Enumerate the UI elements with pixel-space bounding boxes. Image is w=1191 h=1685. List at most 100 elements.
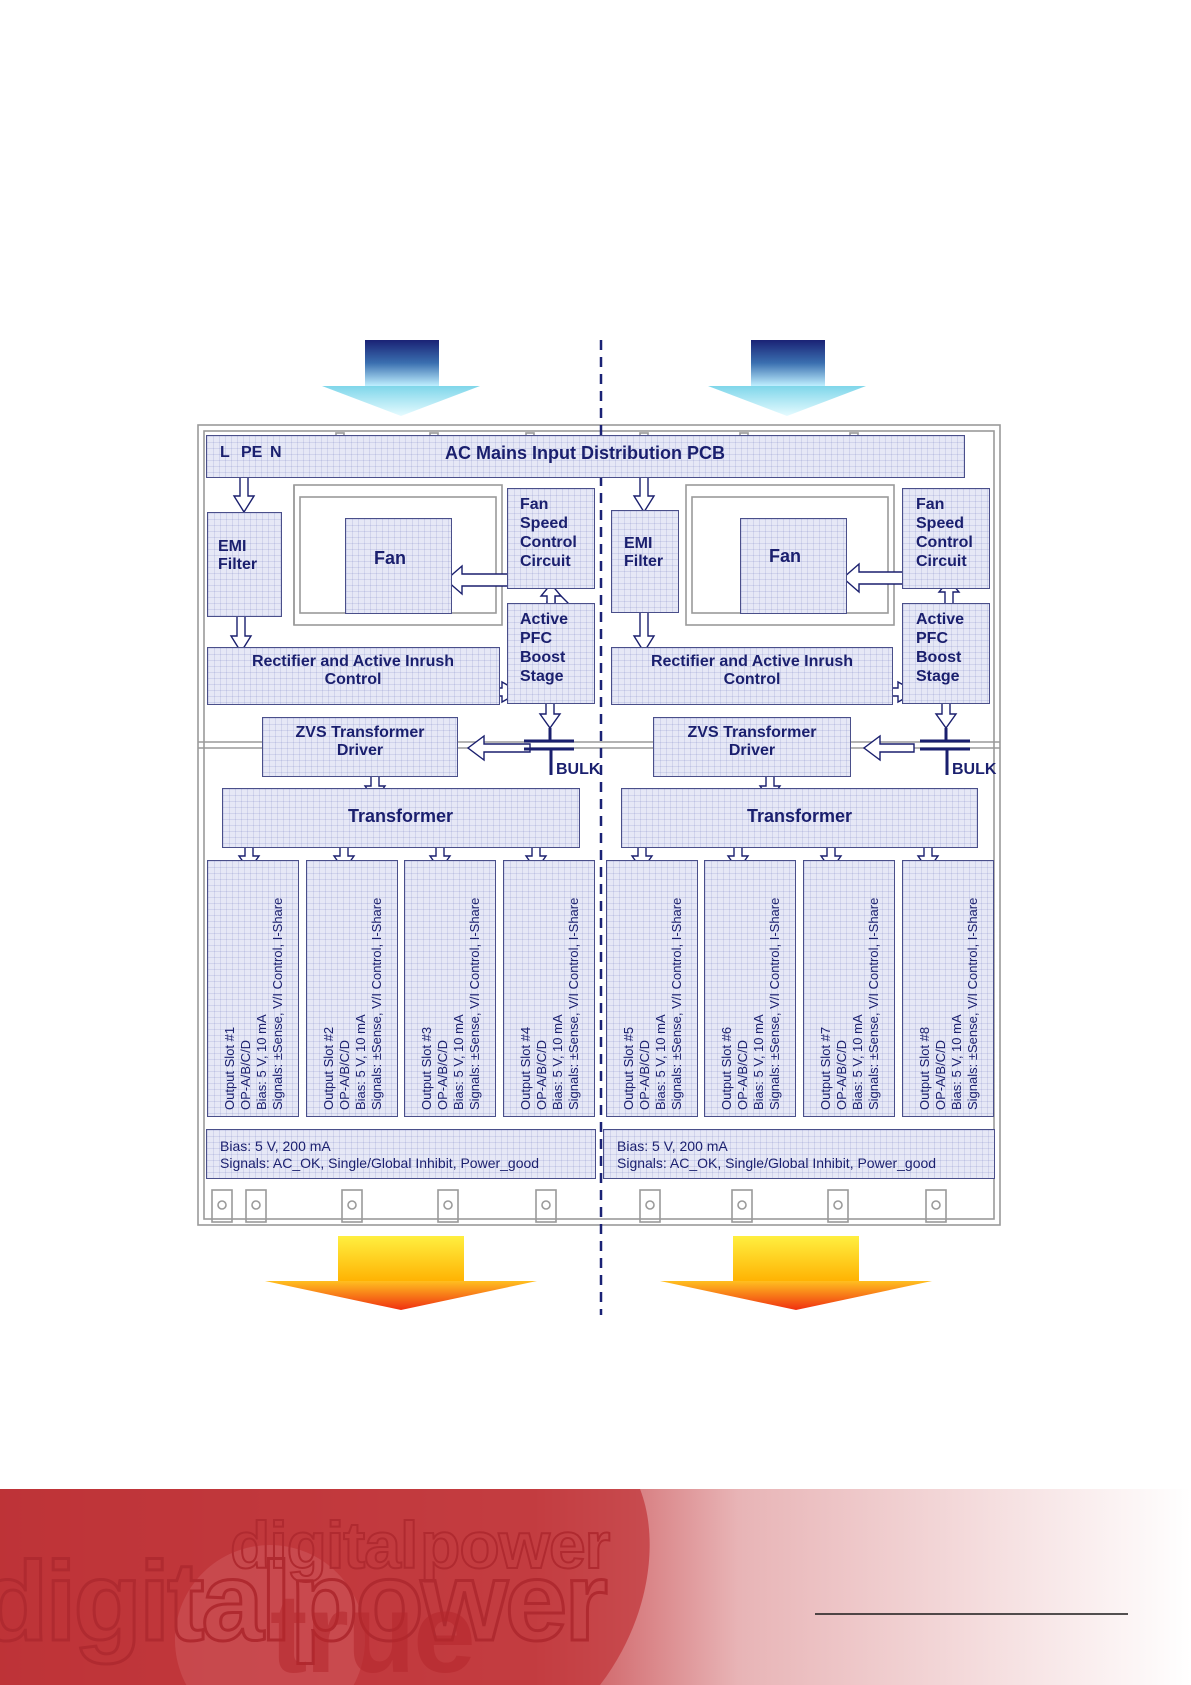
emi-filter-left <box>207 512 282 617</box>
slot-6-op: OP-A/B/C/D <box>735 1039 750 1110</box>
slot-7-name: Output Slot #7 <box>818 1026 833 1110</box>
zvs-driver-right-label: ZVS Transformer Driver <box>687 724 817 759</box>
rectifier-left-label: Rectifier and Active Inrush Control <box>251 653 455 688</box>
output-slot-2 <box>306 860 398 1117</box>
zvs-driver-right <box>653 717 851 777</box>
bulk-left-label: BULK <box>556 761 601 778</box>
output-slot-8 <box>902 860 994 1117</box>
ac-mains-label: AC Mains Input Distribution PCB <box>445 443 725 463</box>
fan-speed-right <box>902 488 990 589</box>
slot-5-name: Output Slot #5 <box>621 1026 636 1110</box>
slot-8-op: OP-A/B/C/D <box>933 1039 948 1110</box>
output-slot-5 <box>606 860 698 1117</box>
slot-6-name: Output Slot #6 <box>719 1026 734 1110</box>
slot-4-signals: Signals: ±Sense, V/I Control, I-Share <box>566 897 581 1110</box>
slot-1-op: OP-A/B/C/D <box>238 1039 253 1110</box>
slot-6-text: Output Slot #6 OP-A/B/C/D Bias: 5 V, 10 … <box>719 898 783 1110</box>
fan-right <box>740 518 847 614</box>
output-slot-3 <box>404 860 496 1117</box>
slot-6-bias: Bias: 5 V, 10 mA <box>751 1014 766 1110</box>
output-slot-1 <box>207 860 299 1117</box>
active-pfc-right-label: Active PFC Boost Stage <box>916 611 965 685</box>
slot-5-signals: Signals: ±Sense, V/I Control, I-Share <box>669 897 684 1110</box>
slot-1-bias: Bias: 5 V, 10 mA <box>254 1014 269 1110</box>
brand-word-power-outline: power <box>419 1507 611 1583</box>
slot-7-signals: Signals: ±Sense, V/I Control, I-Share <box>866 897 881 1110</box>
air-outflow-arrow-right <box>660 1236 932 1310</box>
fan-right-label: Fan <box>769 546 802 566</box>
rectifier-right <box>611 647 893 705</box>
fan-speed-left <box>507 488 595 589</box>
slot-2-text: Output Slot #2 OP-A/B/C/D Bias: 5 V, 10 … <box>321 898 385 1110</box>
emi-filter-left-label: EMI Filter <box>218 538 258 573</box>
output-slot-7 <box>803 860 895 1117</box>
terminal-pe: PE <box>241 444 263 461</box>
slot-1-signals: Signals: ±Sense, V/I Control, I-Share <box>270 897 285 1110</box>
transformer-left-label: Transformer <box>348 806 454 826</box>
active-pfc-left-label: Active PFC Boost Stage <box>520 611 569 685</box>
air-inflow-arrow-left <box>322 340 480 416</box>
bias-bar-right-line1: Bias: 5 V, 200 mA <box>617 1138 728 1154</box>
emi-filter-right-label: EMI Filter <box>624 535 664 570</box>
slot-3-name: Output Slot #3 <box>419 1026 434 1110</box>
brand-word-power: power <box>289 1538 610 1666</box>
fan-left <box>345 518 452 614</box>
chassis-outline <box>197 424 1001 1226</box>
slot-4-text: Output Slot #4 OP-A/B/C/D Bias: 5 V, 10 … <box>518 898 582 1110</box>
zvs-driver-left <box>262 717 458 777</box>
footer-brand-logo: digital power digital power true <box>0 1489 1191 1685</box>
slot-8-signals: Signals: ±Sense, V/I Control, I-Share <box>965 897 980 1110</box>
slot-1-text: Output Slot #1 OP-A/B/C/D Bias: 5 V, 10 … <box>222 898 286 1110</box>
slot-3-op: OP-A/B/C/D <box>435 1039 450 1110</box>
terminal-l: L <box>220 444 230 461</box>
slot-8-text: Output Slot #8 OP-A/B/C/D Bias: 5 V, 10 … <box>917 898 981 1110</box>
slot-4-op: OP-A/B/C/D <box>534 1039 549 1110</box>
bias-bar-left <box>206 1129 596 1179</box>
ac-mains-pcb <box>206 435 965 478</box>
slot-3-text: Output Slot #3 OP-A/B/C/D Bias: 5 V, 10 … <box>419 898 483 1110</box>
bias-bar-left-line1: Bias: 5 V, 200 mA <box>220 1138 331 1154</box>
slot-5-bias: Bias: 5 V, 10 mA <box>653 1014 668 1110</box>
brand-word-digital: digital <box>0 1538 293 1666</box>
bias-bar-left-line2: Signals: AC_OK, Single/Global Inhibit, P… <box>220 1155 540 1171</box>
fan-speed-right-label: Fan Speed Control Circuit <box>916 496 973 570</box>
air-inflow-arrow-right <box>708 340 866 416</box>
air-outflow-arrow-left <box>265 1236 537 1310</box>
slot-1-name: Output Slot #1 <box>222 1026 237 1110</box>
rectifier-left <box>207 647 500 705</box>
active-pfc-right <box>902 603 990 704</box>
bulk-right-label: BULK <box>952 761 997 778</box>
transformer-right-label: Transformer <box>747 806 853 826</box>
active-pfc-left <box>507 603 595 704</box>
bulk-capacitor-left <box>524 728 574 775</box>
slot-7-bias: Bias: 5 V, 10 mA <box>850 1014 865 1110</box>
slot-2-op: OP-A/B/C/D <box>337 1039 352 1110</box>
slot-8-bias: Bias: 5 V, 10 mA <box>949 1014 964 1110</box>
slot-5-text: Output Slot #5 OP-A/B/C/D Bias: 5 V, 10 … <box>621 898 685 1110</box>
output-slot-4 <box>503 860 595 1117</box>
footer-artwork <box>0 1489 1191 1685</box>
slot-3-bias: Bias: 5 V, 10 mA <box>451 1014 466 1110</box>
slot-3-signals: Signals: ±Sense, V/I Control, I-Share <box>467 897 482 1110</box>
bias-bar-right-line2: Signals: AC_OK, Single/Global Inhibit, P… <box>617 1155 937 1171</box>
bias-bar-right <box>603 1129 995 1179</box>
slot-2-signals: Signals: ±Sense, V/I Control, I-Share <box>369 897 384 1110</box>
slot-2-bias: Bias: 5 V, 10 mA <box>353 1014 368 1110</box>
slot-4-bias: Bias: 5 V, 10 mA <box>550 1014 565 1110</box>
bulk-capacitor-right <box>920 728 970 775</box>
fan-left-label: Fan <box>374 548 407 568</box>
fan-speed-left-label: Fan Speed Control Circuit <box>520 496 577 570</box>
slot-5-op: OP-A/B/C/D <box>637 1039 652 1110</box>
transformer-left <box>222 788 580 848</box>
slot-4-name: Output Slot #4 <box>518 1026 533 1110</box>
slot-7-text: Output Slot #7 OP-A/B/C/D Bias: 5 V, 10 … <box>818 898 882 1110</box>
slot-8-name: Output Slot #8 <box>917 1026 932 1110</box>
rectifier-right-label: Rectifier and Active Inrush Control <box>650 653 854 688</box>
slot-7-op: OP-A/B/C/D <box>834 1039 849 1110</box>
slot-2-name: Output Slot #2 <box>321 1026 336 1110</box>
emi-filter-right <box>611 510 679 613</box>
terminal-n: N <box>270 444 282 461</box>
output-slot-6 <box>704 860 796 1117</box>
